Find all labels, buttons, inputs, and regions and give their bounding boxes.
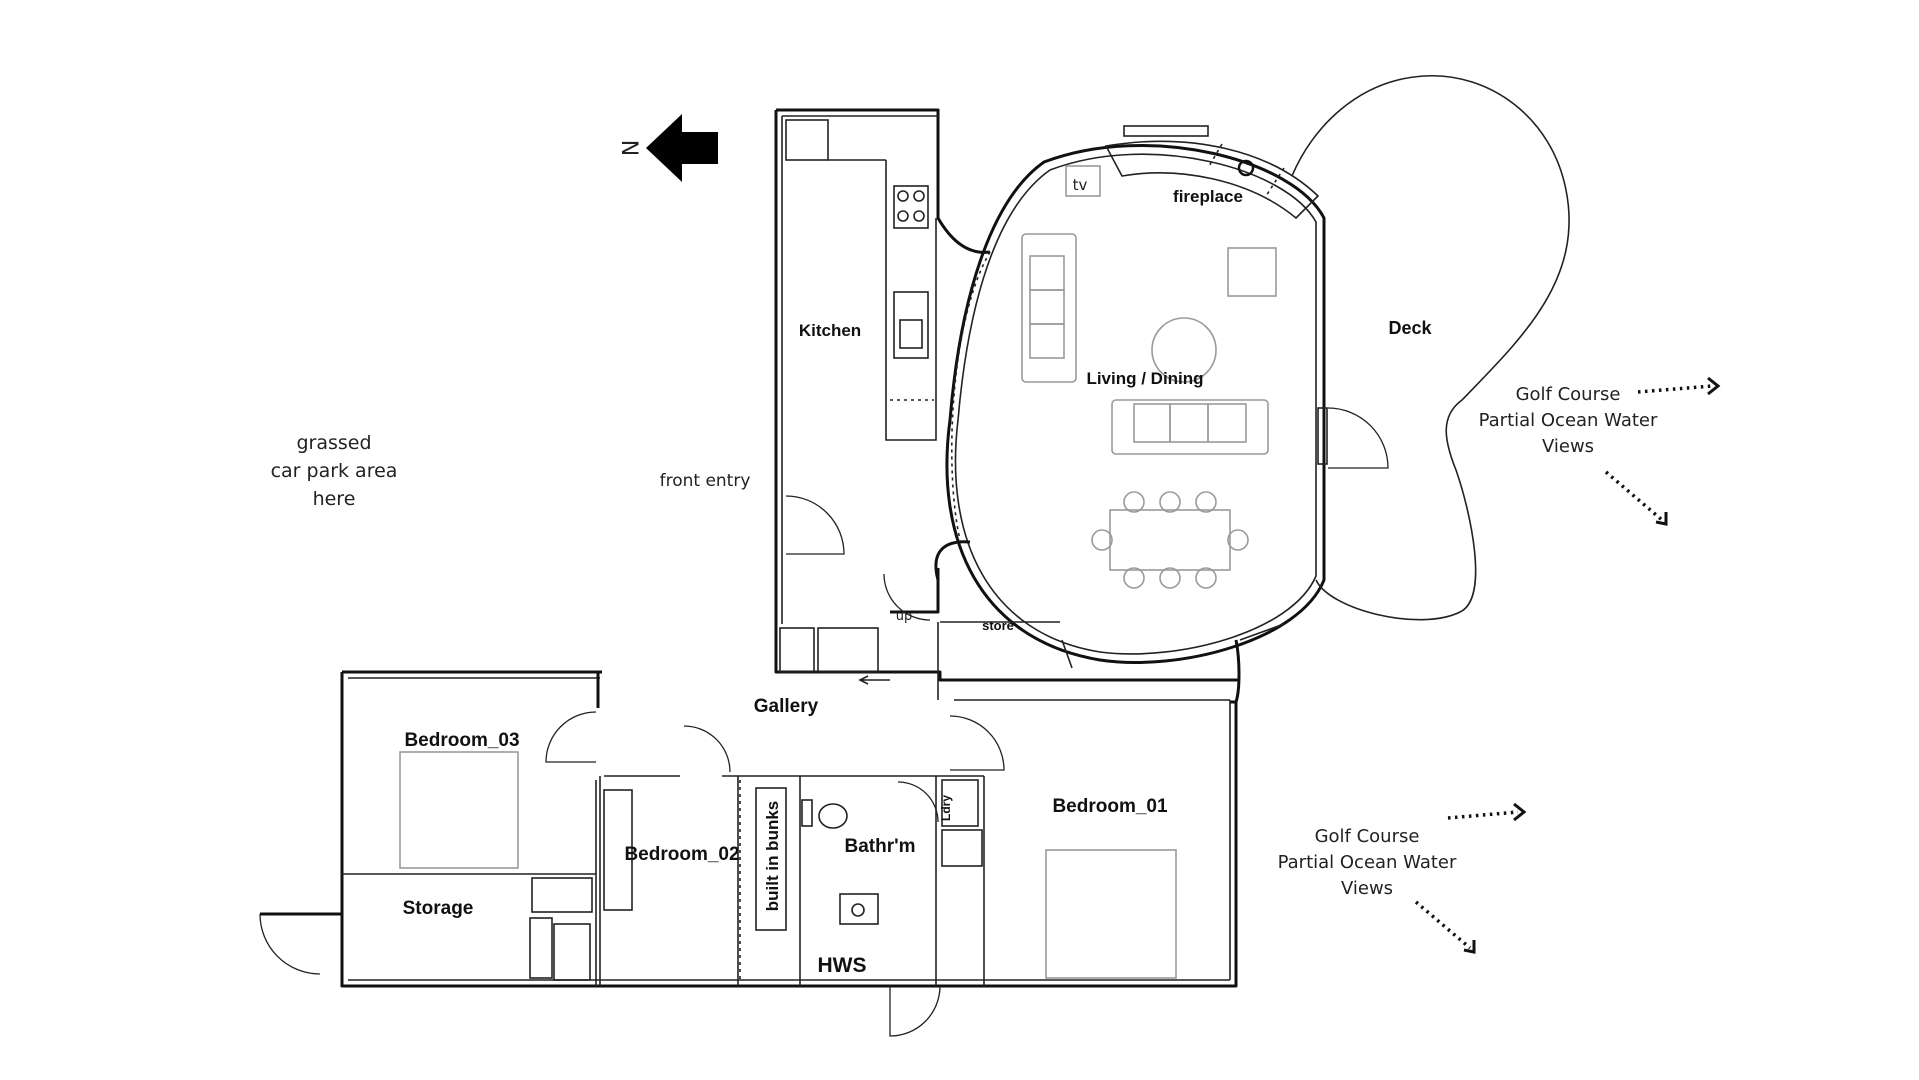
deck-label: Deck — [1388, 318, 1432, 338]
up-label: up — [896, 609, 913, 624]
view-arrow-icon — [1447, 802, 1527, 822]
bedroom-02-label: Bedroom_02 — [624, 844, 739, 865]
hws-label: HWS — [818, 954, 867, 977]
built-in-bunks-label: built in bunks — [763, 801, 782, 912]
car-park-note-line-1: grassed — [296, 432, 371, 454]
kitchen-walls — [774, 108, 991, 630]
kitchen-label: Kitchen — [799, 321, 861, 340]
car-park-note-line-2: car park area — [271, 460, 398, 482]
front-entry-note: front entry — [660, 471, 751, 491]
tv-label: tv — [1073, 176, 1088, 194]
north-arrow-icon — [646, 114, 718, 182]
view-upper-line-1: Golf Course — [1516, 384, 1621, 405]
bedroom-03-label: Bedroom_03 — [404, 730, 519, 751]
store-corridor-walls — [883, 540, 1285, 669]
store-label: store — [982, 618, 1014, 633]
bedroom-wing-walls — [259, 622, 1241, 1037]
living-dining-walls — [945, 125, 1389, 664]
gallery-label: Gallery — [754, 696, 819, 717]
bedroom-01-label: Bedroom_01 — [1052, 796, 1168, 817]
living-dining-label: Living / Dining — [1086, 369, 1203, 388]
storage-label: Storage — [403, 898, 474, 919]
north-label: N — [616, 140, 641, 156]
view-arrow-icon — [1414, 900, 1476, 954]
car-park-note-line-3: here — [313, 488, 356, 510]
view-lower-line-1: Golf Course — [1315, 826, 1420, 847]
view-arrow-icon — [1637, 376, 1721, 396]
bathroom-label: Bathr'm — [844, 836, 915, 857]
view-lower-line-2: Partial Ocean Water — [1278, 852, 1457, 873]
view-upper-line-3: Views — [1542, 436, 1594, 457]
laundry-label: Ldry — [939, 795, 953, 821]
view-lower-line-3: Views — [1341, 878, 1393, 899]
view-upper-line-2: Partial Ocean Water — [1479, 410, 1658, 431]
deck-outline — [1291, 75, 1570, 621]
fireplace-label: fireplace — [1173, 187, 1243, 206]
view-arrow-icon — [1604, 470, 1668, 526]
